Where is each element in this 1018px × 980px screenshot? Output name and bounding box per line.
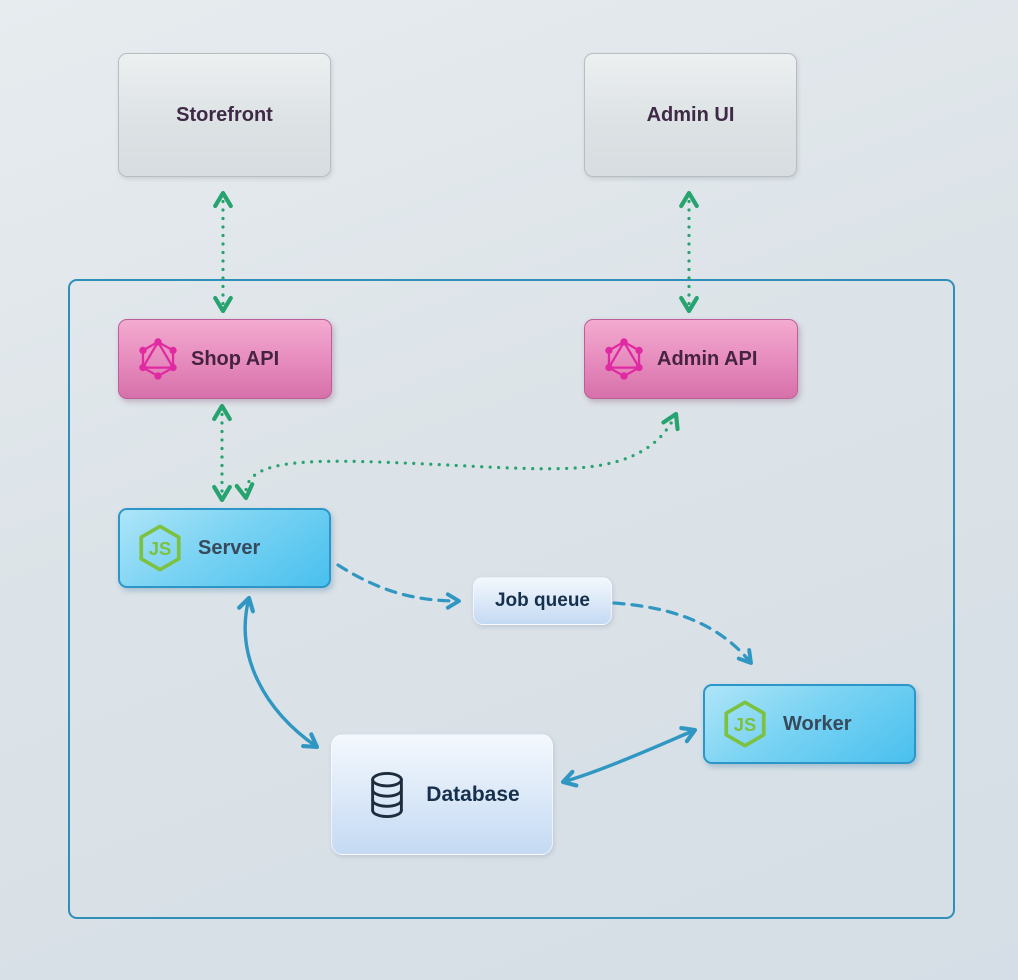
node-job-queue: Job queue <box>473 577 612 625</box>
nodejs-icon-text: JS <box>149 538 172 559</box>
database-icon <box>371 771 404 818</box>
node-admin-api-label: Admin API <box>657 347 758 370</box>
node-admin-api: Admin API <box>584 319 798 399</box>
graphql-icon <box>605 338 643 380</box>
node-database: Database <box>331 734 553 855</box>
node-worker-label: Worker <box>783 712 852 735</box>
node-server: JS Server <box>118 508 331 588</box>
node-admin-ui: Admin UI <box>584 53 797 177</box>
nodejs-icon: JS <box>724 700 766 748</box>
node-shop-api-label: Shop API <box>191 347 280 370</box>
graphql-icon <box>139 338 177 380</box>
node-storefront-label: Storefront <box>176 103 273 126</box>
node-shop-api: Shop API <box>118 319 332 399</box>
node-worker: JS Worker <box>703 684 916 764</box>
system-boundary-container <box>68 279 955 919</box>
nodejs-icon: JS <box>139 524 181 572</box>
nodejs-icon-text: JS <box>734 714 757 735</box>
node-storefront: Storefront <box>118 53 331 177</box>
node-server-label: Server <box>198 536 261 559</box>
node-admin-ui-label: Admin UI <box>646 103 735 126</box>
node-database-label: Database <box>426 782 520 806</box>
node-job-queue-label: Job queue <box>494 590 590 611</box>
